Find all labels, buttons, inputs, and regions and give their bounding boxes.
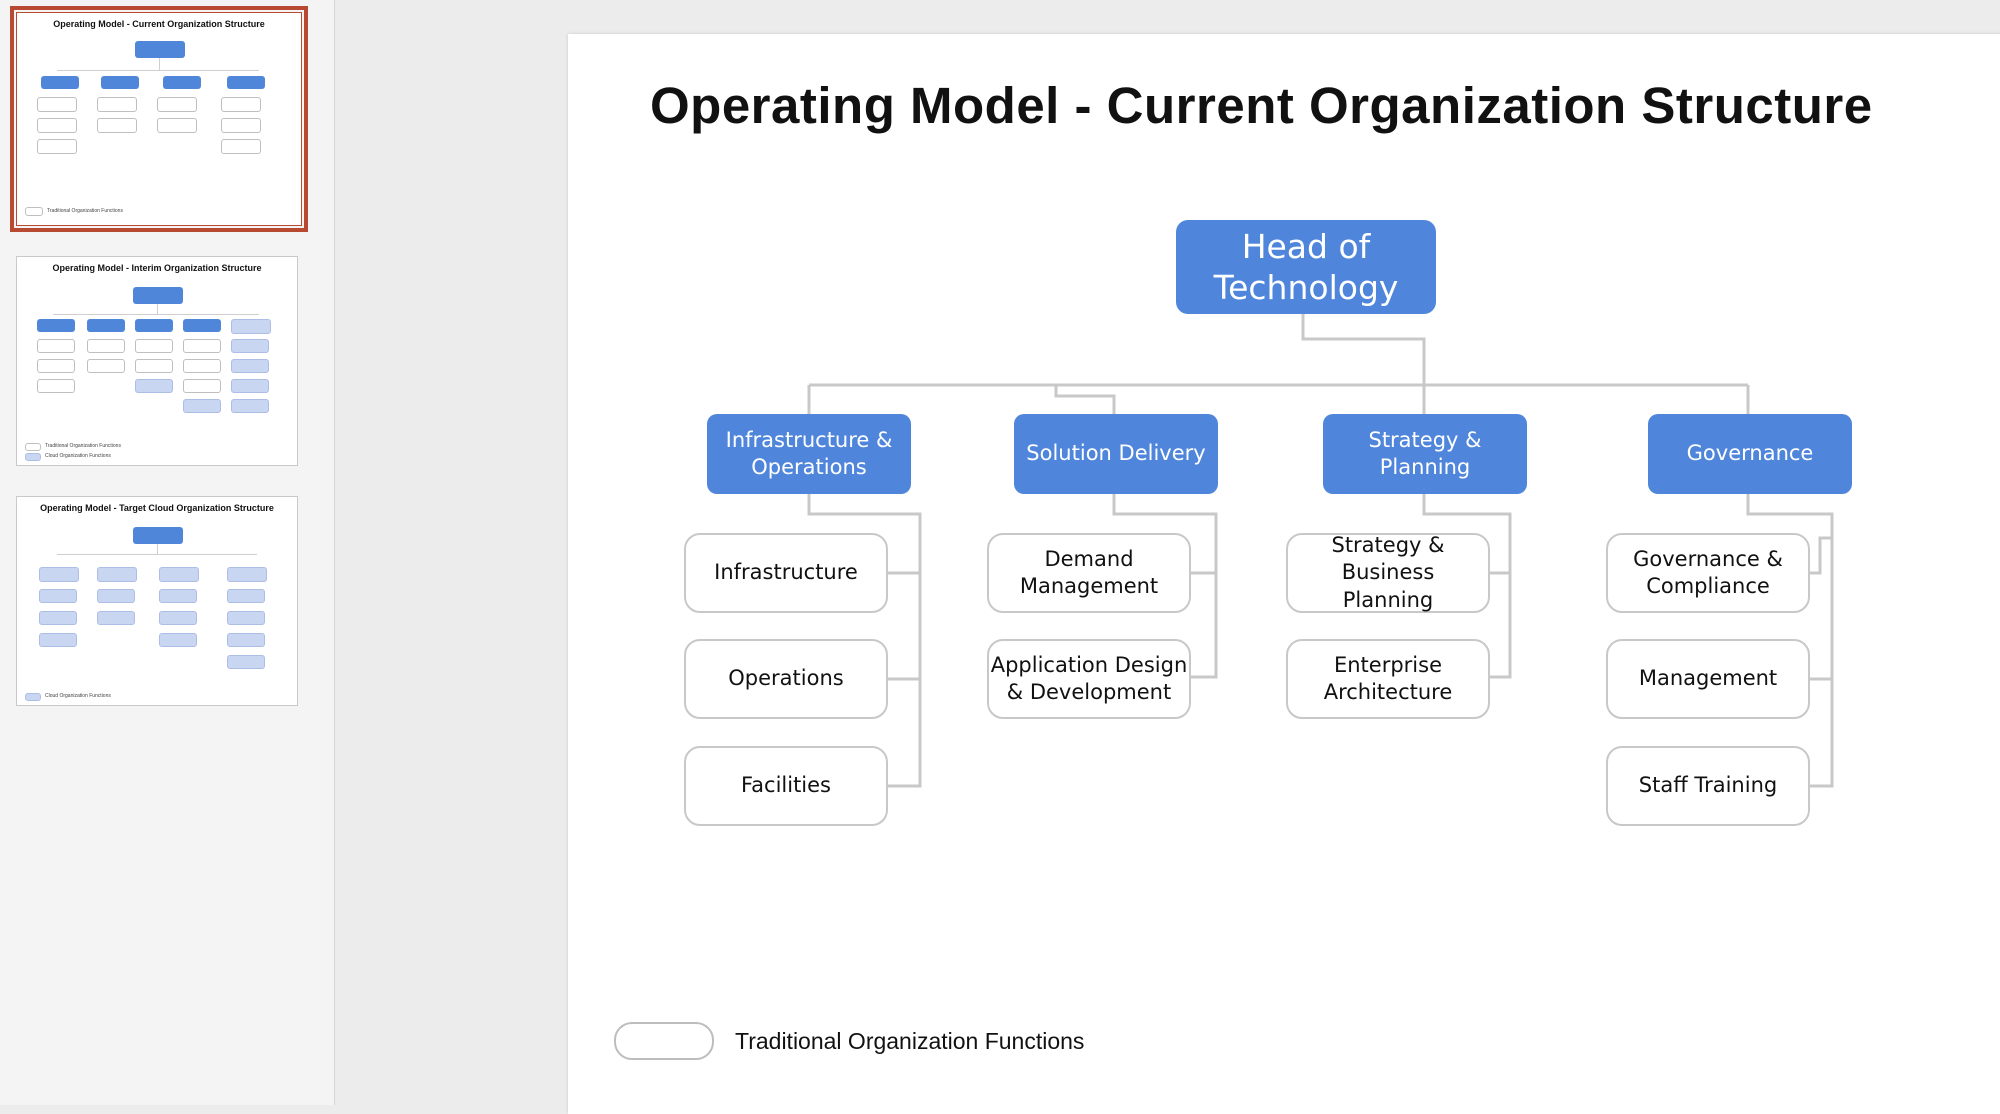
slide-thumbnail-1[interactable]: Operating Model - Current Organization S… [10,6,308,232]
item-staff-training[interactable]: Staff Training [1606,746,1810,826]
item-strategy-business-planning[interactable]: Strategy & Business Planning [1286,533,1490,613]
group-infrastructure-operations[interactable]: Infrastructure & Operations [707,414,911,494]
head-of-technology-box[interactable]: Head of Technology [1176,220,1436,314]
item-application-design-development[interactable]: Application Design & Development [987,639,1191,719]
item-enterprise-architecture[interactable]: Enterprise Architecture [1286,639,1490,719]
slide-canvas[interactable]: Operating Model - Current Organization S… [568,34,2000,1114]
slide-title: Operating Model - Current Organization S… [650,77,1873,134]
thumbnail-head-box [135,41,185,58]
group-governance[interactable]: Governance [1648,414,1852,494]
legend-swatch-traditional [614,1022,714,1060]
thumbnail-title: Operating Model - Current Organization S… [53,19,265,29]
item-operations[interactable]: Operations [684,639,888,719]
slide-thumbnail-2[interactable]: Operating Model - Interim Organization S… [16,256,298,466]
legend-label: Traditional Organization Functions [735,1028,1085,1054]
group-strategy-planning[interactable]: Strategy & Planning [1323,414,1527,494]
slide-thumbnail-panel: Operating Model - Current Organization S… [0,0,335,1105]
thumbnail-legend: Traditional Organization Functions [47,208,123,214]
item-governance-compliance[interactable]: Governance & Compliance [1606,533,1810,613]
thumbnail-title: Operating Model - Target Cloud Organizat… [40,503,274,513]
item-infrastructure[interactable]: Infrastructure [684,533,888,613]
slide-thumbnail-3[interactable]: Operating Model - Target Cloud Organizat… [16,496,298,706]
item-demand-management[interactable]: Demand Management [987,533,1191,613]
item-facilities[interactable]: Facilities [684,746,888,826]
thumbnail-title: Operating Model - Interim Organization S… [52,263,262,273]
group-solution-delivery[interactable]: Solution Delivery [1014,414,1218,494]
item-management[interactable]: Management [1606,639,1810,719]
